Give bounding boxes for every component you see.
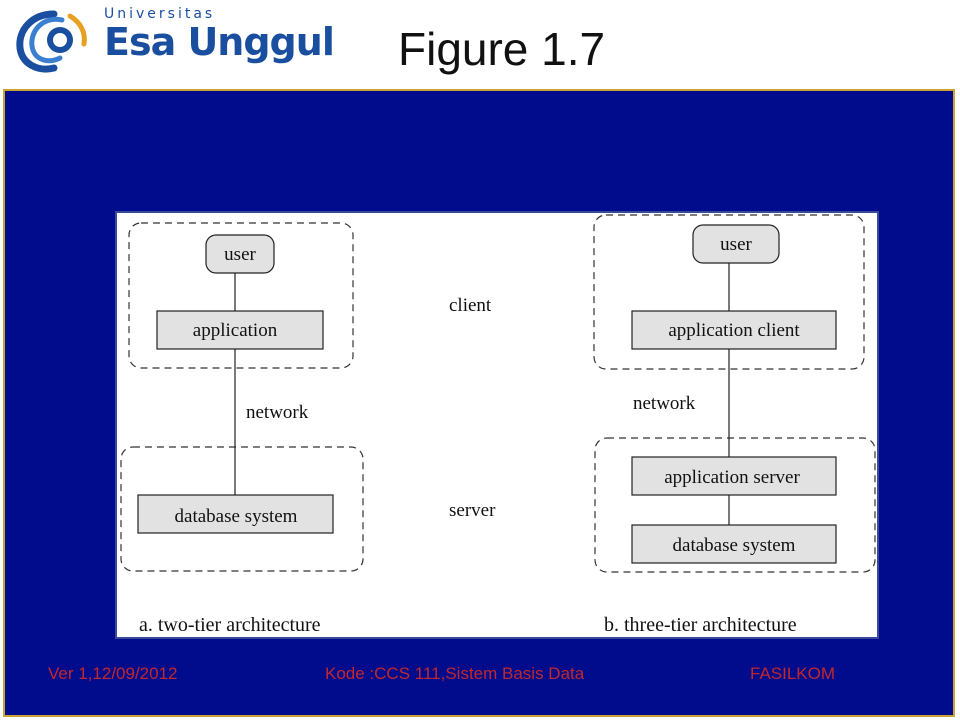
slide-title: Figure 1.7 bbox=[398, 23, 606, 75]
server-dashed-group-left bbox=[120, 446, 364, 572]
architecture-figure: user application network database system… bbox=[115, 211, 879, 639]
application-server-label: application server bbox=[664, 467, 800, 488]
database-label-left: database system bbox=[175, 506, 298, 527]
client-label: client bbox=[449, 295, 492, 316]
application-label-left: application bbox=[193, 320, 278, 341]
application-client-node bbox=[631, 310, 837, 350]
logo-subtitle: Universitas bbox=[104, 6, 216, 22]
footer-course-code: Kode :CCS 111,Sistem Basis Data bbox=[325, 664, 585, 683]
caption-two-tier: a. two-tier architecture bbox=[139, 614, 321, 636]
architecture-diagram: user application network database system… bbox=[120, 214, 876, 636]
application-node-left bbox=[156, 310, 324, 350]
database-node-left bbox=[137, 494, 334, 534]
database-node-right bbox=[631, 524, 837, 564]
caption-three-tier: b. three-tier architecture bbox=[604, 614, 797, 636]
server-dashed-group-right bbox=[594, 437, 876, 573]
network-label-left: network bbox=[246, 402, 309, 423]
user-node-right bbox=[692, 224, 780, 264]
application-client-label: application client bbox=[668, 320, 800, 341]
user-label-right: user bbox=[720, 234, 752, 255]
footer-faculty: FASILKOM bbox=[750, 664, 836, 683]
client-dashed-group-right bbox=[593, 214, 865, 370]
user-label-left: user bbox=[224, 244, 256, 265]
client-dashed-group-left bbox=[128, 222, 354, 369]
application-server-node bbox=[631, 456, 837, 496]
database-label-right: database system bbox=[673, 535, 796, 556]
logo-wordmark: Esa Unggul bbox=[104, 20, 335, 64]
network-label-right: network bbox=[633, 393, 696, 414]
footer-version: Ver 1,12/09/2012 bbox=[48, 664, 178, 683]
logo-swirl-icon bbox=[16, 10, 87, 73]
server-label: server bbox=[449, 500, 496, 521]
user-node-left bbox=[205, 234, 275, 274]
university-logo: Universitas Esa Unggul bbox=[14, 6, 335, 76]
